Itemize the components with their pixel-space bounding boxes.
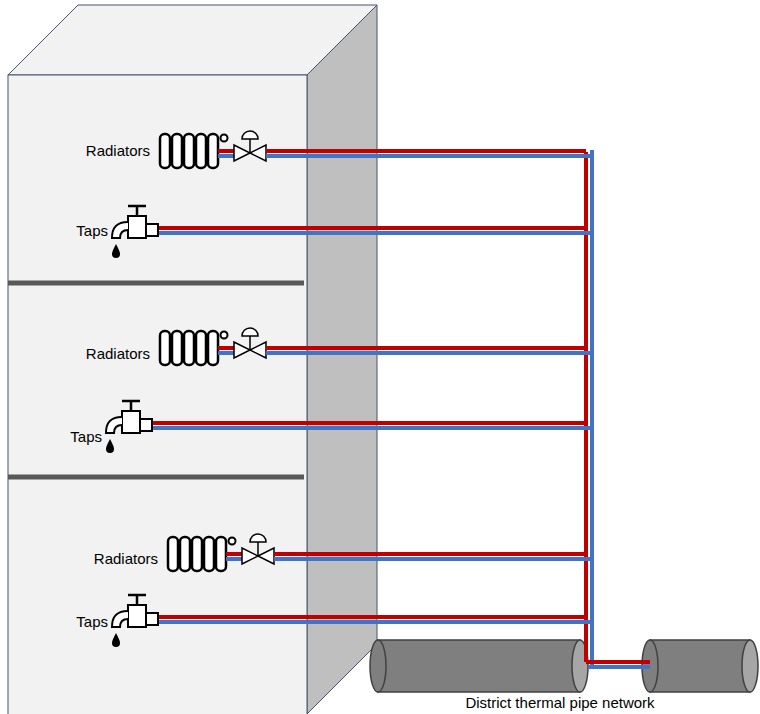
component-label: Taps bbox=[76, 613, 108, 631]
component-label: Radiators bbox=[94, 550, 158, 568]
component-label: Radiators bbox=[86, 345, 150, 363]
component-label: Taps bbox=[70, 428, 102, 446]
component-label: Radiators bbox=[86, 142, 150, 160]
component-label: Taps bbox=[76, 222, 108, 240]
network-label: District thermal pipe network bbox=[465, 694, 654, 712]
